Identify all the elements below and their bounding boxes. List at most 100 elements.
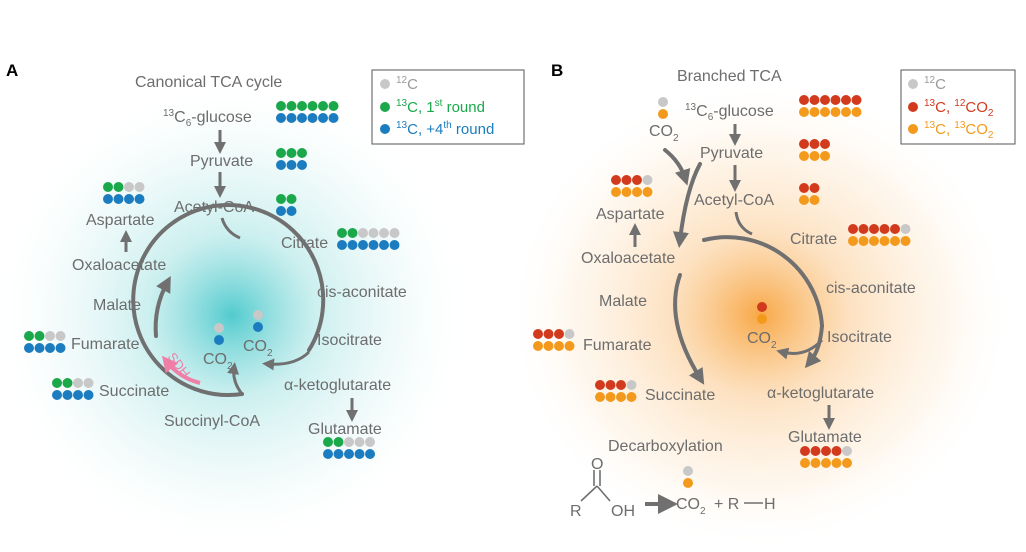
legend-dot-green (380, 102, 390, 112)
carbon-atom-red (616, 380, 626, 390)
co2-right-label-a: CO2 (243, 338, 273, 359)
isotopologue-co2-right-a (253, 310, 263, 332)
cis-aconitate-label-a: cis-aconitate (317, 284, 407, 301)
isotopologue-glutamate-b (800, 446, 852, 468)
carbon-atom-red (841, 95, 851, 105)
carbon-atom-blue (83, 390, 94, 400)
carbon-atom-red (809, 139, 820, 149)
fumarate-label-a: Fumarate (71, 336, 140, 353)
carbon-atom-orange (890, 236, 900, 246)
isotopologue-succinate-b (595, 380, 637, 402)
carbon-atom-red (809, 95, 820, 105)
carbon-atom-red (831, 446, 842, 456)
carbon-atom-unlabeled (214, 323, 224, 333)
isotopologue-co2-left-a (214, 323, 224, 345)
carbon-atom-blue (55, 343, 66, 353)
carbon-atom-unlabeled (379, 228, 389, 238)
hydrogen-label: H (764, 496, 776, 513)
isotopologue-co2-center-b (757, 302, 767, 324)
succinate-label-b: Succinate (645, 387, 715, 404)
carbon-atom-orange (595, 392, 605, 402)
isotopologue-co2-decarb-b (683, 466, 693, 488)
reductive-branch-arc-b (673, 273, 705, 385)
carbon-atom-green (323, 437, 333, 447)
carbon-atom-green (276, 148, 286, 158)
carbon-atom-red (595, 380, 605, 390)
carbon-atom-unlabeled (354, 437, 365, 447)
carbon-atom-green (24, 331, 34, 341)
carbon-atom-blue (276, 160, 286, 170)
carbon-atom-green (52, 378, 62, 388)
carbon-atom-unlabeled (134, 182, 145, 192)
carbon-atom-green (297, 148, 307, 158)
carbon-atom-blue (214, 335, 224, 345)
carbon-atom-orange (831, 458, 842, 468)
isotopologue-citrate-b (848, 224, 911, 246)
carbon-atom-orange (799, 195, 809, 205)
panel-a-glow (0, 80, 472, 550)
carbon-atom-orange (809, 195, 820, 205)
carbon-atom-orange (900, 236, 911, 246)
carbon-atom-blue (124, 194, 134, 204)
decarboxylation-title: Decarboxylation (608, 438, 723, 455)
carbon-atom-orange (858, 236, 869, 246)
carbon-atom-blue (113, 194, 124, 204)
legend-b-12co2: 13C, 12CO2 (924, 98, 994, 119)
oxidative-branch-arc-b (702, 235, 824, 328)
carbon-atom-blue (276, 206, 286, 216)
carbon-atom-red (848, 224, 858, 234)
carbon-atom-orange (611, 187, 621, 197)
carbon-atom-orange (820, 151, 830, 161)
carbon-atom-orange (683, 478, 693, 488)
carbon-atom-orange (799, 107, 809, 117)
carbon-atom-unlabeled (900, 224, 911, 234)
carbon-atom-unlabeled (55, 331, 66, 341)
co2-center-label-b: CO2 (747, 330, 777, 351)
carbon-atom-green (328, 101, 339, 111)
carbon-atom-unlabeled (842, 446, 852, 456)
isotopologue-aspartate-a (103, 182, 145, 204)
isotopologue-citrate-a (337, 228, 400, 250)
isocitrate-label-b: Isocitrate (827, 329, 892, 346)
legend-b-13co2: 13C, 13CO2 (924, 120, 994, 141)
co2-release-arrow-a1 (262, 350, 311, 371)
legend-dot-unlabeled-b (908, 79, 918, 89)
carbon-atom-unlabeled (626, 380, 637, 390)
carbon-atom-green (318, 101, 328, 111)
carbon-atom-orange (642, 187, 653, 197)
isotopologue-co2-top-b (658, 97, 668, 119)
carbon-atom-red (605, 380, 616, 390)
isotopologue-aspartate-b (611, 175, 653, 197)
carbon-atom-unlabeled (124, 182, 134, 192)
glutamate-label-a: Glutamate (308, 421, 382, 438)
aspartate-label-b: Aspartate (596, 206, 665, 223)
malate-label-b: Malate (599, 293, 647, 310)
carbon-atom-red (632, 175, 642, 185)
carbon-atom-blue (24, 343, 34, 353)
carbon-atom-orange (842, 458, 852, 468)
panel-a-title: Canonical TCA cycle (135, 74, 282, 91)
succinyl-coa-label-a: Succinyl-CoA (164, 413, 260, 430)
carbon-atom-blue (323, 449, 333, 459)
sdh-arrow (161, 355, 201, 385)
cis-aconitate-label-b: cis-aconitate (826, 280, 916, 297)
carbon-atom-unlabeled (642, 175, 653, 185)
carbon-atom-red (830, 95, 841, 105)
carbon-atom-blue (358, 240, 368, 250)
carbon-atom-green (286, 101, 297, 111)
carbon-atom-red (799, 95, 809, 105)
panel-a: A Canonical TCA cycle 12C 13C, 1st round… (0, 61, 525, 550)
carbon-atom-red (820, 139, 830, 149)
carbon-atom-orange (879, 236, 890, 246)
isotopologue-glutamate-a (323, 437, 375, 459)
carbon-atom-blue (354, 449, 365, 459)
carbon-atom-unlabeled (358, 228, 368, 238)
carbon-atom-unlabeled (564, 329, 575, 339)
carbon-atom-blue (368, 240, 379, 250)
carbon-atom-green (307, 101, 318, 111)
carbon-atom-blue (34, 343, 45, 353)
carbon-atom-orange (800, 458, 810, 468)
carbon-atom-blue (307, 113, 318, 123)
alpha-kg-label-a: α-ketoglutarate (284, 377, 391, 394)
carbon-atom-orange (820, 107, 830, 117)
